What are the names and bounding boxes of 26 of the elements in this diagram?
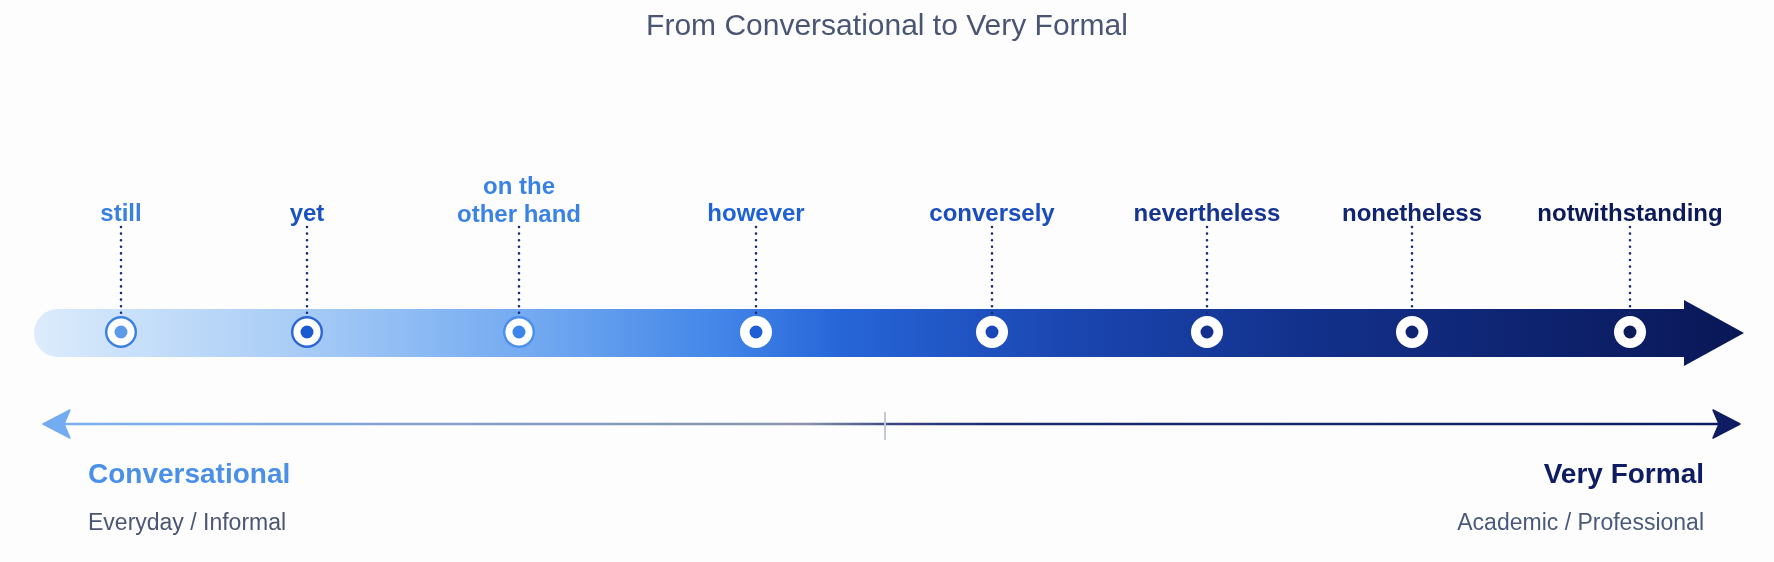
scale-end-label: Very Formal	[1543, 458, 1704, 491]
ring-marker	[975, 315, 1009, 349]
leader-line	[1410, 225, 1414, 317]
ring-marker	[739, 315, 773, 349]
ring-marker	[1613, 315, 1647, 349]
connective-word: nonetheless	[1342, 199, 1482, 227]
scale-end-label: Conversational	[88, 458, 291, 491]
scale-end-caption: Academic / Professional	[1457, 509, 1704, 536]
leader-line	[119, 225, 123, 317]
leader-line	[754, 225, 758, 317]
connective-word: on the other hand	[450, 171, 588, 227]
leader-line	[517, 225, 521, 317]
connective-word: still	[100, 199, 142, 227]
connective-word: nevertheless	[1133, 199, 1281, 227]
connective-word: notwithstanding	[1537, 199, 1723, 227]
connective-word: conversely	[929, 199, 1055, 227]
connective-word: however	[707, 199, 805, 227]
ring-marker	[1190, 315, 1224, 349]
ring-marker	[1395, 315, 1429, 349]
leader-line	[990, 225, 994, 317]
leader-line	[1628, 225, 1632, 317]
connective-word: yet	[289, 199, 325, 227]
diagram-title: From Conversational to Very Formal	[646, 8, 1128, 41]
scale-end-caption: Everyday / Informal	[88, 509, 287, 536]
leader-line	[1205, 225, 1209, 317]
leader-line	[305, 225, 309, 317]
